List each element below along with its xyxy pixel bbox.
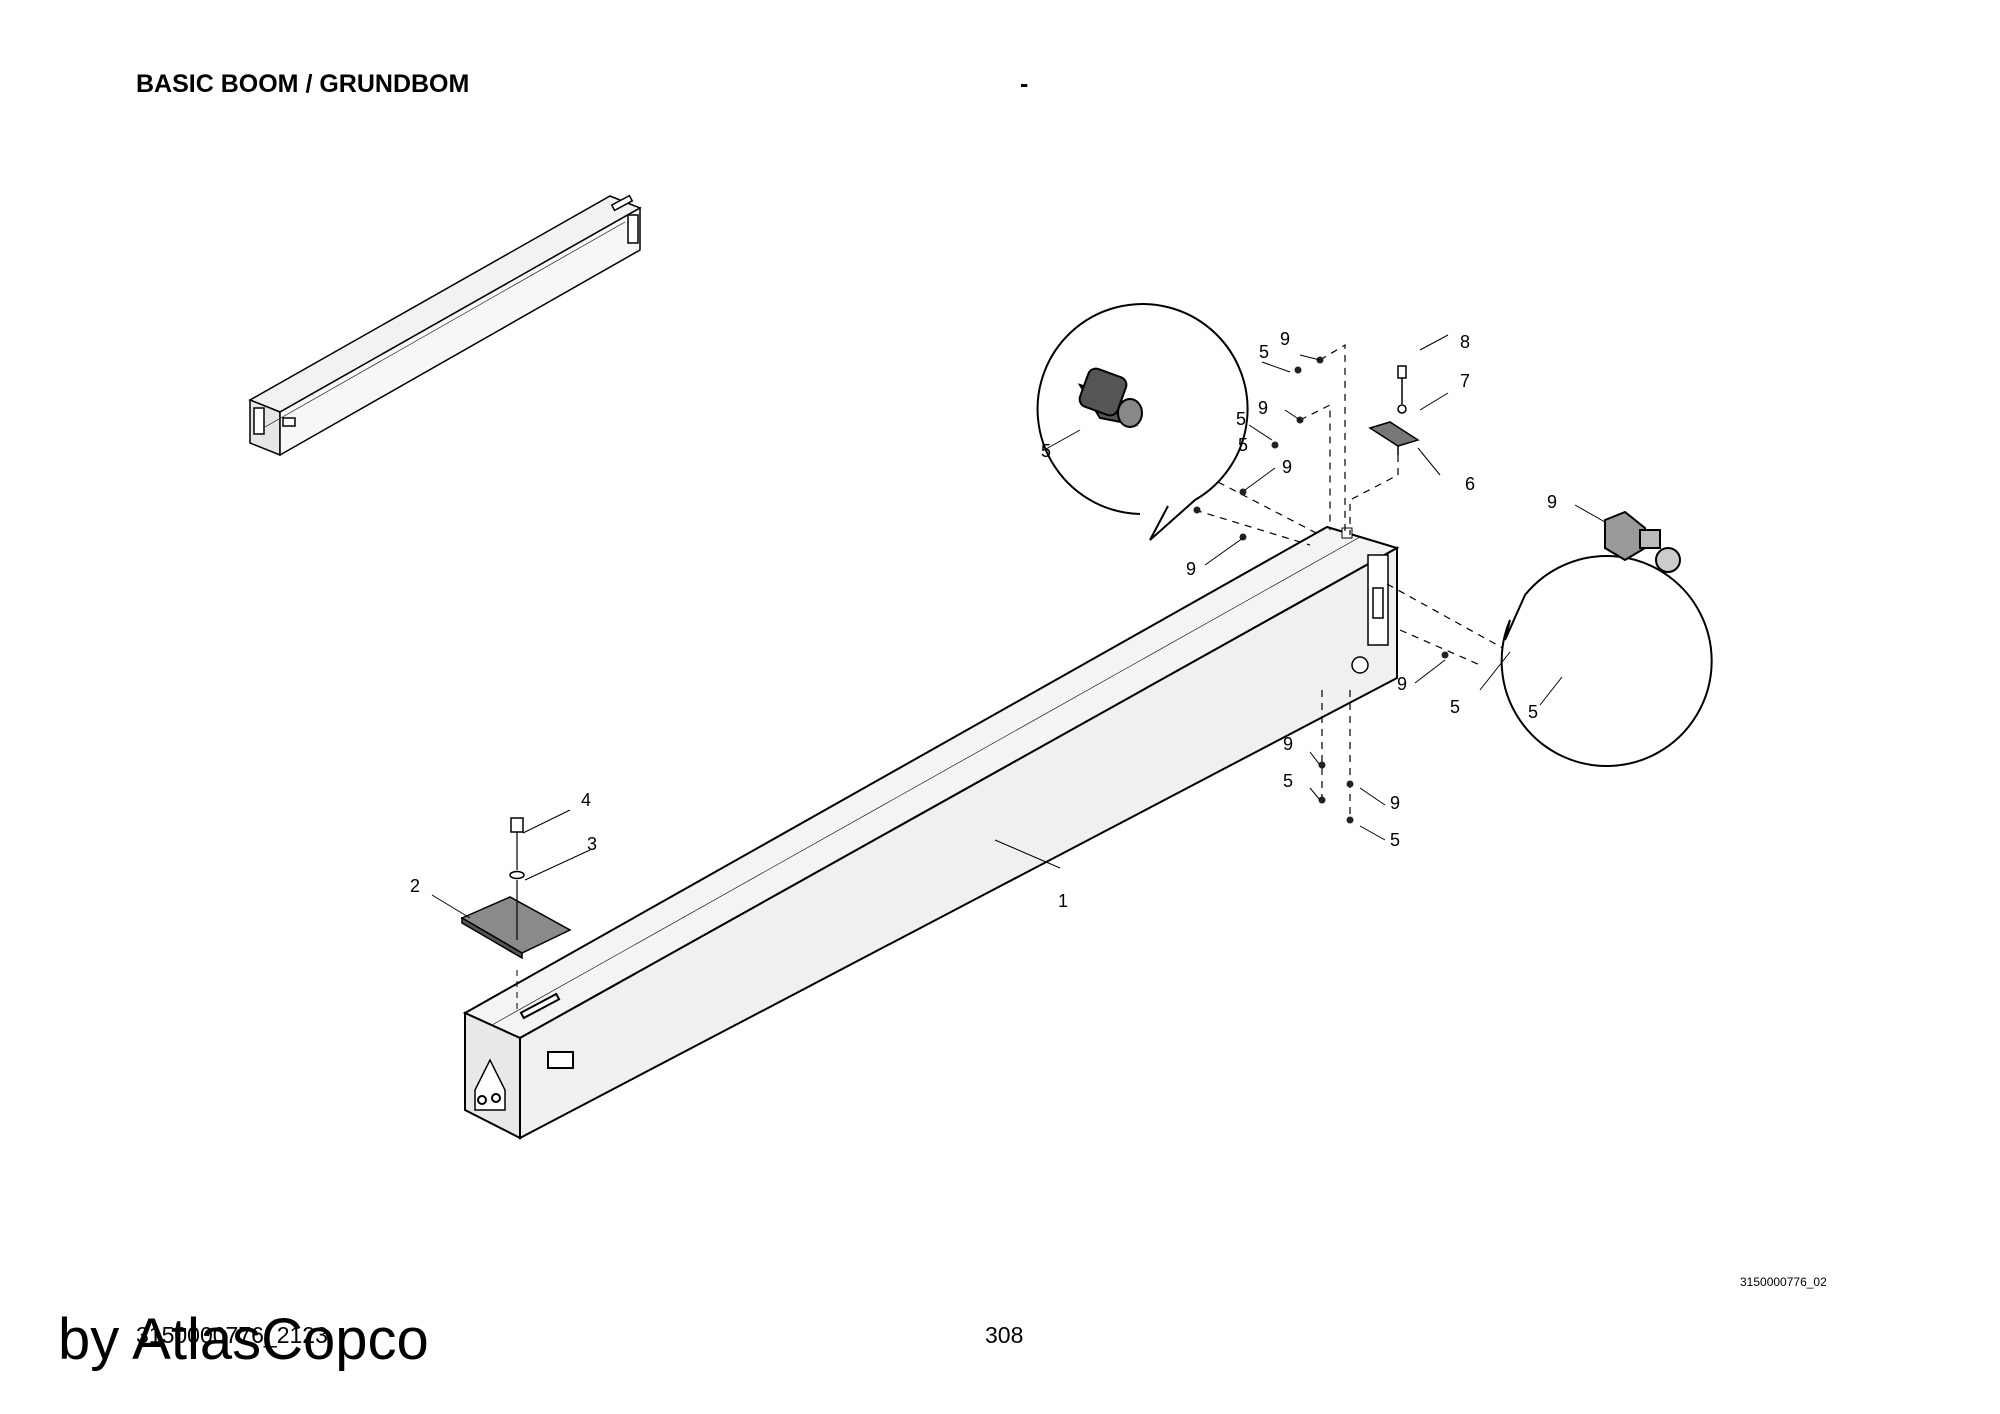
callout-7: 7 [1460,371,1470,391]
callout-5: 5 [1450,697,1460,717]
callout-9: 9 [1280,329,1290,349]
callout-5: 5 [1390,830,1400,850]
callout-9: 9 [1282,457,1292,477]
page-title: BASIC BOOM / GRUNDBOM [136,70,470,98]
bracket-part-6 [1368,365,1420,455]
callout-1: 1 [1058,891,1068,911]
callout-5: 5 [1041,441,1051,461]
callout-5: 5 [1238,435,1248,455]
assembly-dashed-lines [1194,343,1576,820]
callout-9: 9 [1397,674,1407,694]
title-separator: - [1020,70,1029,98]
callout-5: 5 [1236,409,1246,429]
detail-bubble-part-5 [1036,303,1249,541]
callout-5: 5 [1528,702,1538,722]
callout-5: 5 [1259,342,1269,362]
callout-6: 6 [1465,474,1475,494]
callout-4: 4 [581,790,591,810]
callout-8: 8 [1460,332,1470,352]
callout-labels: 1 2 3 4 5 5 5 5 5 5 5 5 6 7 8 9 9 9 9 9 … [410,329,1557,911]
callout-9: 9 [1547,492,1557,512]
page-number: 308 [985,1322,1024,1348]
detail-bubble-part-9 [1500,510,1713,767]
callout-9: 9 [1186,559,1196,579]
callout-3: 3 [587,834,597,854]
main-boom [462,525,1400,1140]
overview-boom [248,194,642,457]
drawing-number: 3150000776_02 [1740,1275,1827,1289]
callout-9: 9 [1258,398,1268,418]
callout-9: 9 [1390,793,1400,813]
callout-2: 2 [410,876,420,896]
document-code: 3150000776_2123 [136,1322,328,1348]
callout-5: 5 [1283,771,1293,791]
watermark: by AtlasCopco [58,1307,429,1372]
leader-lines [431,334,1606,919]
callout-9: 9 [1283,734,1293,754]
plate-part-2 [460,817,572,1010]
